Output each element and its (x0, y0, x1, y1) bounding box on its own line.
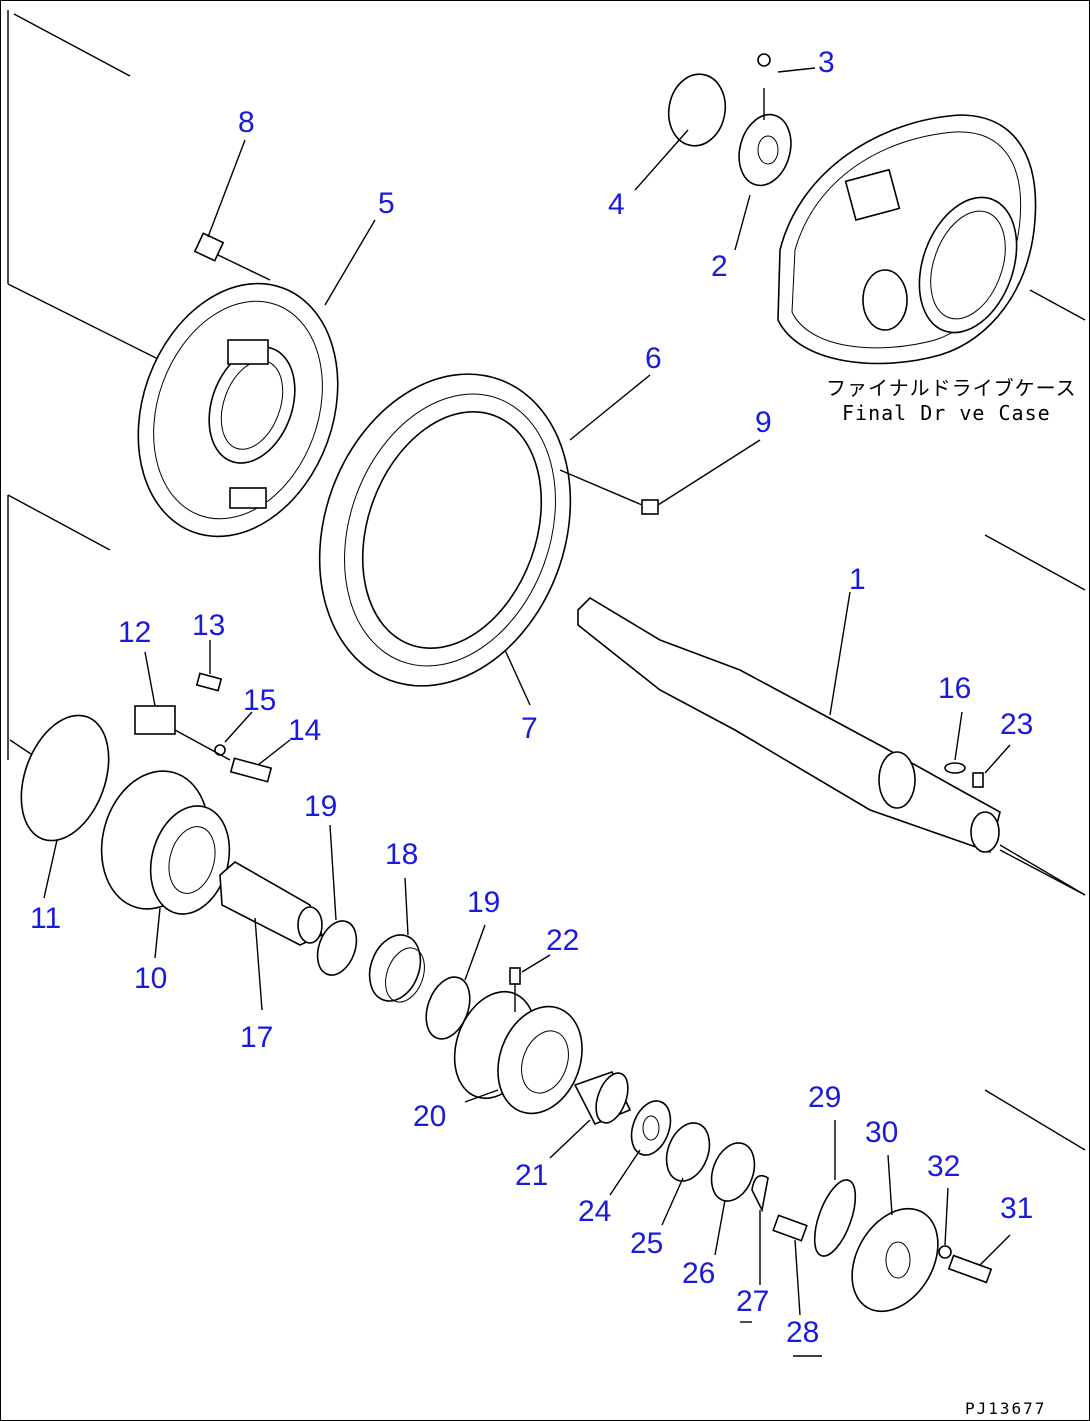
callout-9: 9 (755, 406, 772, 439)
callout-6: 6 (645, 342, 662, 375)
callout-5: 5 (378, 187, 395, 220)
plate-25 (665, 1122, 711, 1182)
shaft-1 (577, 596, 1086, 896)
callout-3: 3 (818, 46, 835, 79)
leader-lines (43, 67, 1011, 1357)
o-ring-11 (20, 714, 110, 842)
seal-18 (368, 934, 425, 1003)
sprocket-segment-ring (318, 373, 572, 687)
drawing-number: PJ13677 (965, 1399, 1046, 1418)
callout-labels: 1 2 3 4 5 6 7 8 9 10 11 12 13 14 15 16 1… (30, 46, 1033, 1349)
callout-23: 23 (1000, 708, 1033, 741)
callout-17: 17 (240, 1021, 273, 1054)
callout-16: 16 (938, 672, 971, 705)
lock-27 (751, 1174, 769, 1213)
callout-22: 22 (546, 924, 579, 957)
callout-14: 14 (288, 714, 321, 747)
callout-10: 10 (134, 962, 167, 995)
ring-19-b (425, 976, 471, 1040)
ring-29 (813, 1179, 857, 1257)
bracket-assembly (134, 672, 273, 783)
gear-2 (738, 53, 792, 187)
callout-8: 8 (238, 106, 255, 139)
callout-15: 15 (243, 684, 276, 717)
washer-24 (630, 1100, 672, 1156)
callout-18: 18 (385, 838, 418, 871)
gear-hub-10 (100, 770, 231, 915)
hub-plate (137, 282, 339, 538)
snap-ring-4 (667, 73, 727, 147)
callout-4: 4 (608, 188, 625, 221)
callout-31: 31 (1000, 1192, 1033, 1225)
ring-19-a (316, 920, 358, 976)
callout-1: 1 (849, 563, 866, 596)
callout-32: 32 (927, 1150, 960, 1183)
callout-13: 13 (192, 609, 225, 642)
callout-24: 24 (578, 1195, 611, 1228)
case-label-english: Final Dr ve Case (842, 401, 1051, 425)
callout-28: 28 (786, 1316, 819, 1349)
bushing-21 (573, 1071, 632, 1126)
callout-7: 7 (521, 712, 538, 745)
shim-26 (710, 1142, 756, 1202)
callout-19-b: 19 (467, 886, 500, 919)
bolt-31 (947, 1254, 993, 1284)
callout-12: 12 (118, 616, 151, 649)
bolt-28 (772, 1214, 808, 1242)
callout-29: 29 (808, 1081, 841, 1114)
callout-19-a: 19 (304, 790, 337, 823)
spindle-17 (219, 861, 324, 946)
callout-26: 26 (682, 1257, 715, 1290)
cover-30 (851, 1207, 939, 1313)
callout-27: 27 (736, 1285, 769, 1318)
callout-2: 2 (711, 250, 728, 283)
nut-9 (559, 469, 659, 515)
callout-25: 25 (630, 1227, 663, 1260)
callout-11: 11 (30, 902, 61, 935)
case-label-japanese: ファイナルドライブケース (826, 376, 1077, 400)
bolt-8 (193, 232, 271, 281)
final-drive-case (777, 114, 1037, 365)
callout-21: 21 (515, 1159, 548, 1192)
washer-32 (938, 1245, 952, 1259)
case-annotation: ファイナルドライブケース Final Dr ve Case (826, 376, 1077, 425)
housing-20 (453, 967, 583, 1115)
callout-30: 30 (865, 1116, 898, 1149)
callout-20: 20 (413, 1100, 446, 1133)
